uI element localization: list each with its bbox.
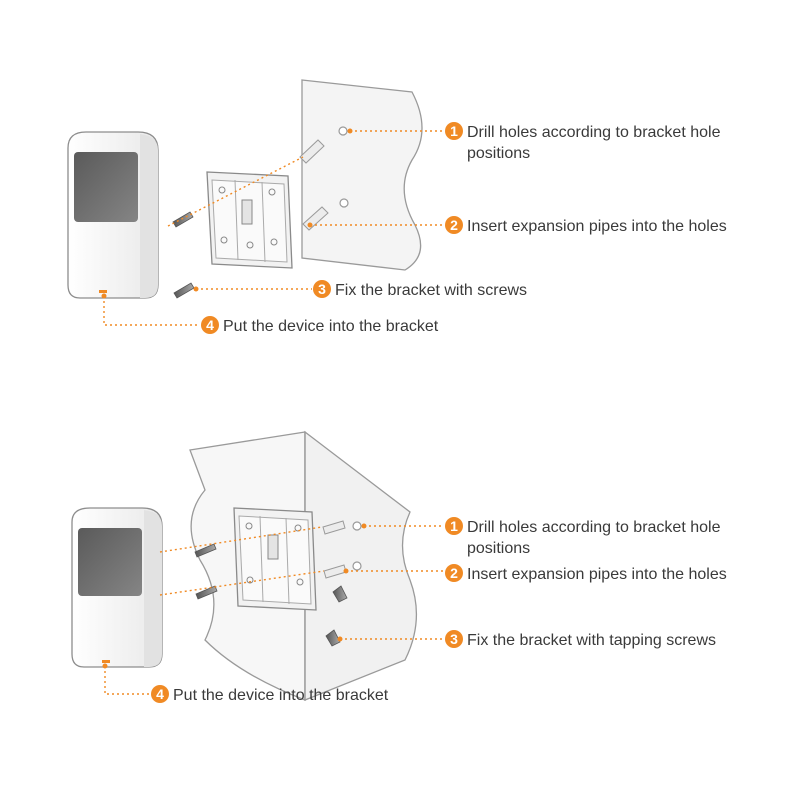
wall-hole [352, 521, 362, 531]
step-number: 1 [450, 123, 458, 139]
step-number: 4 [156, 686, 164, 702]
leader-lines [103, 130, 444, 326]
tapping-screw [332, 585, 348, 603]
diagram-flat-wall: 1 Drill holes according to bracket hole … [67, 79, 727, 335]
step-badge [445, 517, 463, 535]
screw [173, 282, 195, 299]
leader-dots [101, 128, 353, 299]
step-badge [445, 216, 463, 234]
mounting-bracket [233, 507, 317, 611]
sensor-window [74, 152, 138, 222]
screw [195, 585, 218, 600]
mounting-bracket [206, 171, 293, 269]
expansion-pipe [299, 139, 325, 164]
sensor-window [78, 528, 142, 596]
step-label: Put the device into the bracket [173, 687, 389, 704]
step-badge [445, 122, 463, 140]
step-badge [151, 685, 169, 703]
pir-sensor-device [67, 131, 159, 299]
step-badge [445, 630, 463, 648]
step-label: Put the device into the bracket [223, 318, 439, 335]
step-label: Insert expansion pipes into the holes [467, 218, 727, 235]
step-4: 4 Put the device into the bracket [201, 316, 439, 335]
step-4: 4 Put the device into the bracket [151, 685, 389, 704]
step-label: Fix the bracket with screws [335, 282, 527, 299]
step-label: Insert expansion pipes into the holes [467, 566, 727, 583]
expansion-pipe [322, 520, 346, 535]
step-number: 3 [318, 281, 326, 297]
wall-panel [301, 79, 423, 271]
step-label-continued: positions [467, 145, 530, 162]
pir-sensor-device [71, 507, 163, 668]
step-1: 1 Drill holes according to bracket hole … [445, 517, 721, 557]
step-label: Fix the bracket with tapping screws [467, 632, 716, 649]
step-number: 1 [450, 518, 458, 534]
diagram-corner-wall: 1 Drill holes according to bracket hole … [71, 430, 727, 704]
screw [172, 211, 194, 228]
wall-hole [339, 198, 349, 208]
step-badge [201, 316, 219, 334]
wall-hole [352, 561, 362, 571]
indicator-led [102, 660, 110, 663]
step-2: 2 Insert expansion pipes into the holes [445, 564, 727, 583]
tapping-screw [325, 629, 341, 647]
step-number: 2 [450, 217, 458, 233]
wall-hole [338, 126, 348, 136]
step-number: 2 [450, 565, 458, 581]
step-badge [445, 564, 463, 582]
leader-lines [104, 525, 444, 695]
step-label: Drill holes according to bracket hole [467, 124, 721, 141]
step-3: 3 Fix the bracket with screws [313, 280, 527, 299]
step-1: 1 Drill holes according to bracket hole … [445, 122, 721, 162]
screw [194, 543, 217, 558]
indicator-led [99, 290, 107, 293]
step-label: Drill holes according to bracket hole [467, 519, 721, 536]
step-number: 4 [206, 317, 214, 333]
leader-dots [102, 523, 367, 669]
step-3: 3 Fix the bracket with tapping screws [445, 630, 716, 649]
step-number: 3 [450, 631, 458, 647]
step-label-continued: positions [467, 540, 530, 557]
step-badge [313, 280, 331, 298]
step-2: 2 Insert expansion pipes into the holes [445, 216, 727, 235]
